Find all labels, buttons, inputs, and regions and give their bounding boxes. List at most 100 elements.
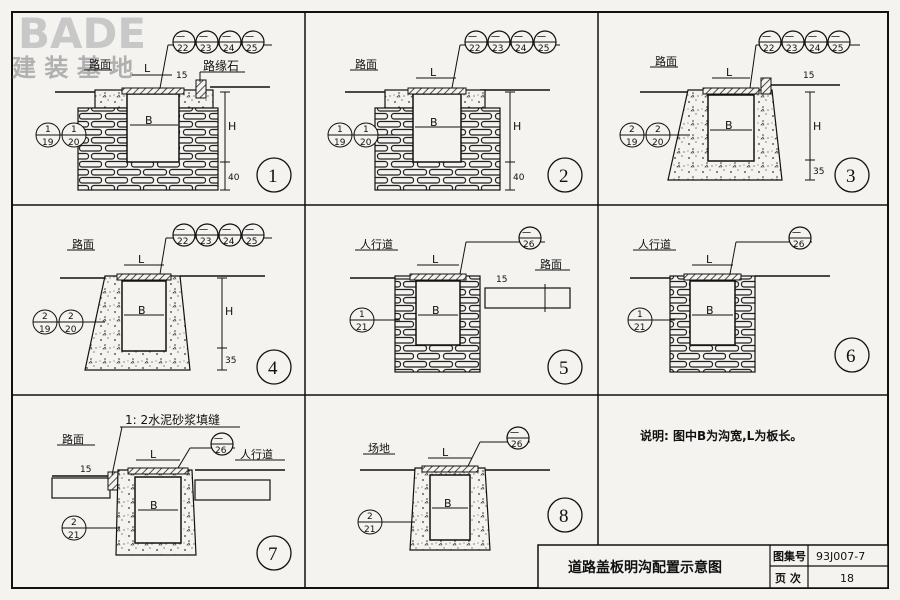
svg-text:路面: 路面: [72, 238, 94, 251]
svg-text:一: 一: [176, 226, 185, 236]
atlas-label: 图集号: [773, 549, 806, 563]
ref-detail: 2 2 19 20: [619, 122, 690, 148]
svg-text:35: 35: [813, 167, 824, 177]
svg-text:1: 1: [337, 125, 343, 135]
svg-text:8: 8: [559, 506, 569, 527]
svg-text:一: 一: [199, 226, 208, 236]
svg-text:22: 22: [469, 44, 480, 54]
svg-text:一: 一: [785, 33, 794, 43]
panel-4: L B H 35 路面 一 一 一 一 22 23 24 25: [32, 223, 292, 385]
svg-text:5: 5: [559, 358, 569, 379]
svg-text:一: 一: [214, 435, 223, 445]
logo-text: BADE: [18, 9, 146, 58]
svg-text:2: 2: [629, 125, 635, 135]
drawing-title: 道路盖板明沟配置示意图: [568, 559, 722, 576]
panel-2: L B H 40 路面 一 一 一 一 22 23 24 25: [327, 30, 583, 193]
svg-text:B: B: [150, 499, 158, 512]
svg-text:一: 一: [792, 229, 801, 239]
svg-text:19: 19: [626, 138, 638, 148]
atlas-value: 93J007-7: [816, 550, 865, 563]
svg-text:H: H: [225, 305, 233, 318]
svg-text:21: 21: [68, 531, 79, 541]
svg-text:路面: 路面: [62, 433, 84, 446]
svg-text:一: 一: [176, 33, 185, 43]
svg-text:20: 20: [360, 138, 372, 148]
svg-text:26: 26: [523, 240, 535, 250]
svg-text:1: 1: [359, 310, 365, 320]
svg-text:23: 23: [200, 237, 211, 247]
svg-text:24: 24: [809, 44, 821, 54]
note-text: 说明: 图中B为沟宽,L为板长。: [640, 428, 802, 443]
svg-text:22: 22: [177, 44, 188, 54]
svg-text:一: 一: [510, 429, 519, 439]
panel-6: L B 人行道 一 26 1 21 6: [627, 226, 870, 373]
panel-3: L B H 35 15 路面 一 一 一 一 22 23 24 25: [619, 30, 870, 193]
svg-text:22: 22: [177, 237, 188, 247]
dim-B: B: [145, 114, 153, 127]
sheet-frame: [11, 11, 889, 589]
svg-text:35: 35: [225, 356, 236, 366]
svg-text:人行道: 人行道: [360, 237, 393, 251]
svg-text:一: 一: [762, 33, 771, 43]
svg-text:21: 21: [364, 525, 375, 535]
svg-text:B: B: [138, 304, 146, 317]
svg-text:1: 1: [45, 125, 51, 135]
dim-L: L: [144, 62, 151, 75]
svg-text:一: 一: [808, 33, 817, 43]
svg-text:2: 2: [367, 512, 373, 522]
svg-text:21: 21: [356, 323, 367, 333]
svg-text:24: 24: [223, 237, 235, 247]
svg-text:20: 20: [652, 138, 664, 148]
svg-text:2: 2: [42, 312, 48, 322]
svg-text:2: 2: [68, 312, 74, 322]
svg-text:人行道: 人行道: [638, 237, 671, 251]
svg-text:7: 7: [268, 544, 278, 565]
svg-text:15: 15: [803, 71, 814, 81]
svg-text:40: 40: [513, 173, 525, 183]
svg-text:25: 25: [832, 44, 843, 54]
label-curb: 路缘石: [203, 58, 239, 73]
svg-text:一: 一: [199, 33, 208, 43]
svg-text:L: L: [430, 66, 437, 79]
label-mortar: 1: 2水泥砂浆填缝: [125, 412, 220, 427]
svg-text:19: 19: [334, 138, 346, 148]
svg-text:一: 一: [522, 229, 531, 239]
svg-text:路面: 路面: [355, 58, 377, 71]
ref-detail: 2 2 19 20: [32, 309, 105, 335]
svg-text:B: B: [430, 116, 438, 129]
svg-text:23: 23: [200, 44, 211, 54]
svg-text:1: 1: [637, 310, 643, 320]
svg-text:B: B: [432, 304, 440, 317]
logo-subtitle: 建 装 基 地: [12, 54, 133, 82]
panel-1: L B H 40 15 路面 路缘石 一 一 一 一 22 23 24 25: [35, 30, 292, 193]
svg-text:人行道: 人行道: [240, 447, 273, 461]
ref-detail: 1 1 19 20: [327, 122, 395, 148]
svg-text:4: 4: [268, 358, 278, 379]
svg-text:21: 21: [634, 323, 645, 333]
svg-text:一: 一: [491, 33, 500, 43]
svg-text:B: B: [725, 119, 733, 132]
svg-text:一: 一: [222, 33, 231, 43]
svg-text:一: 一: [514, 33, 523, 43]
svg-text:L: L: [706, 253, 713, 266]
dim-H: H: [228, 120, 236, 133]
svg-text:26: 26: [793, 240, 805, 250]
svg-text:B: B: [444, 497, 452, 510]
ref-symbols: 一 一 一 一 22 23 24 25: [464, 30, 557, 54]
ref-detail: 1 21: [349, 307, 400, 333]
svg-text:23: 23: [492, 44, 503, 54]
label-road: 路面: [89, 58, 111, 71]
svg-text:2: 2: [655, 125, 661, 135]
page-value: 18: [840, 572, 854, 585]
panel-7: L B 15 路面 1: 2水泥砂浆填缝 人行道 一 26 2 21 7: [51, 412, 292, 571]
ref-detail: 2 21: [61, 515, 120, 541]
svg-text:26: 26: [511, 440, 523, 450]
dim-15: 15: [176, 71, 187, 81]
svg-text:2: 2: [71, 518, 77, 528]
svg-text:L: L: [442, 446, 449, 459]
svg-text:一: 一: [245, 33, 254, 43]
svg-text:24: 24: [515, 44, 527, 54]
svg-text:15: 15: [496, 275, 507, 285]
panel-5: L B 15 人行道 路面 一 26 1 21 5: [349, 226, 583, 385]
